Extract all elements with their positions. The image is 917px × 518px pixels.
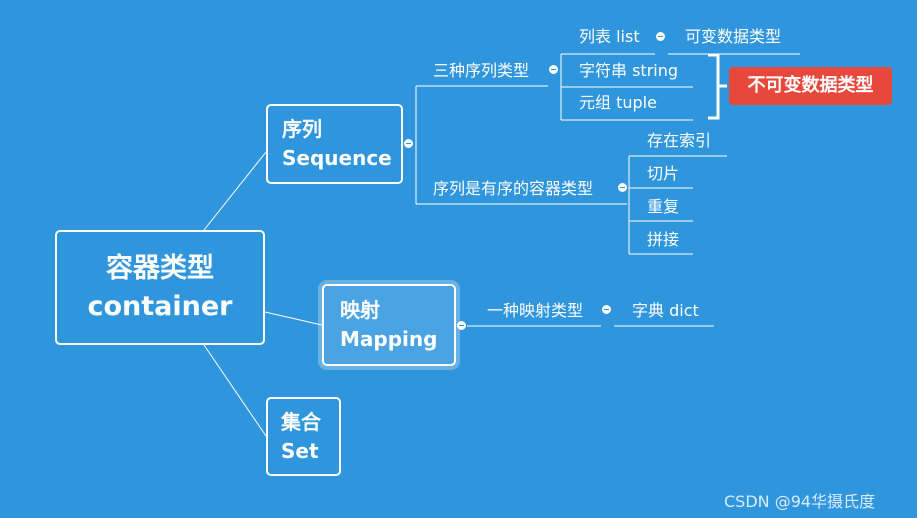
mapping-branch-label[interactable]: 一种映射类型 bbox=[487, 301, 584, 320]
dict-item[interactable]: 字典 dict bbox=[632, 301, 699, 320]
sequence-subtitle: Sequence bbox=[282, 146, 392, 170]
repeat-item[interactable]: 重复 bbox=[647, 197, 680, 216]
root-title: 容器类型 bbox=[106, 252, 214, 284]
set-subtitle: Set bbox=[281, 438, 319, 463]
string-item[interactable]: 字符串 string bbox=[579, 61, 679, 80]
set-title: 集合 bbox=[281, 409, 321, 434]
list-mutable-note[interactable]: 可变数据类型 bbox=[685, 27, 782, 46]
immutable-bracket bbox=[708, 53, 727, 120]
connector-root-mapping bbox=[264, 311, 323, 326]
sequence-collapse-icon[interactable] bbox=[404, 139, 413, 148]
mapping-subtitle: Mapping bbox=[340, 327, 438, 351]
sequence-ordered-label[interactable]: 序列是有序的容器类型 bbox=[433, 179, 594, 198]
ordered-collapse-icon[interactable] bbox=[618, 183, 627, 192]
list-item[interactable]: 列表 list bbox=[579, 27, 640, 46]
root-node[interactable]: 容器类型 container bbox=[55, 230, 265, 345]
mapping-collapse-icon[interactable] bbox=[457, 321, 466, 330]
mapping-branch-collapse-icon[interactable] bbox=[602, 305, 611, 314]
watermark: CSDN @94华摄氏度 bbox=[724, 492, 876, 511]
list-collapse-icon[interactable] bbox=[656, 32, 665, 41]
concat-item[interactable]: 拼接 bbox=[647, 230, 680, 249]
types-collapse-icon[interactable] bbox=[549, 65, 558, 74]
immutable-badge[interactable]: 不可变数据类型 bbox=[729, 67, 892, 105]
connector-root-sequence bbox=[203, 151, 267, 231]
sequence-node[interactable]: 序列 Sequence bbox=[266, 104, 403, 184]
sequence-types-label[interactable]: 三种序列类型 bbox=[433, 61, 530, 80]
set-node[interactable]: 集合 Set bbox=[266, 397, 341, 476]
sequence-title: 序列 bbox=[282, 117, 322, 141]
mapping-node[interactable]: 映射 Mapping bbox=[322, 284, 456, 366]
connector-root-set bbox=[203, 344, 267, 437]
slice-item[interactable]: 切片 bbox=[647, 164, 680, 183]
root-subtitle: container bbox=[87, 290, 233, 322]
tuple-item[interactable]: 元组 tuple bbox=[579, 93, 657, 112]
index-item[interactable]: 存在索引 bbox=[647, 131, 712, 150]
mapping-title: 映射 bbox=[340, 298, 380, 322]
